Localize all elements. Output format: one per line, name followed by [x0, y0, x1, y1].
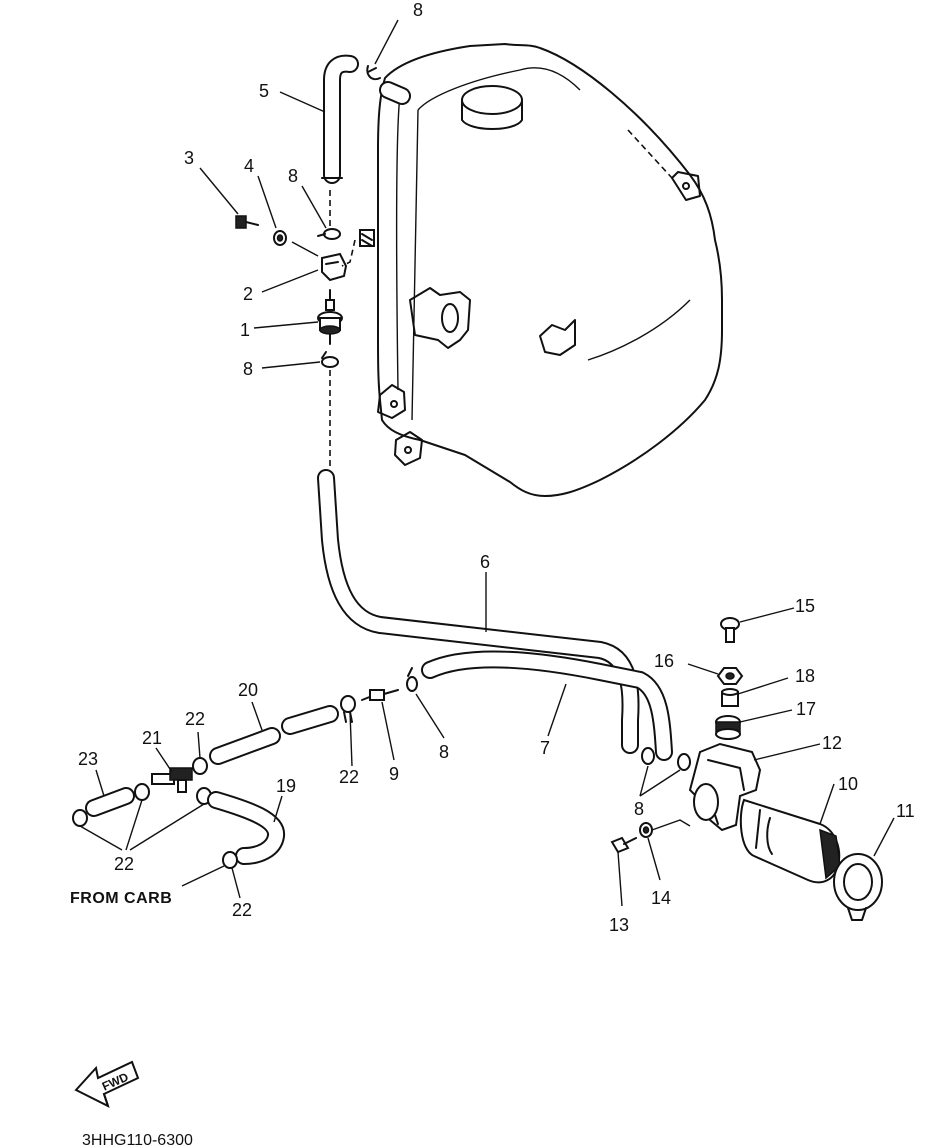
label-8-pump: 8 [634, 799, 644, 819]
label-8-mid: 8 [439, 742, 449, 762]
label-5: 5 [259, 81, 269, 101]
label-3: 3 [184, 148, 194, 168]
clip-22-a [340, 695, 356, 723]
label-10: 10 [838, 774, 858, 794]
label-15: 15 [795, 596, 815, 616]
hose-20 [209, 705, 339, 765]
washer-14 [639, 822, 653, 838]
joint-9 [361, 689, 399, 701]
fuel-hose-6 [317, 469, 640, 754]
bracket-2 [291, 241, 348, 282]
label-20: 20 [238, 680, 258, 700]
label-23: 23 [78, 749, 98, 769]
tank-outlet [341, 229, 375, 267]
t-joint-21 [151, 767, 193, 793]
label-19: 19 [276, 776, 296, 796]
label-22-a: 22 [339, 767, 359, 787]
collar-18 [721, 688, 739, 707]
label-1: 1 [240, 320, 250, 340]
label-11: 11 [896, 801, 915, 821]
from-carb-label: FROM CARB [70, 890, 172, 907]
bolt-3 [235, 215, 259, 229]
washer-4 [273, 230, 287, 246]
bolt-13 [610, 836, 637, 854]
clip-8-petcock [317, 228, 341, 240]
label-13: 13 [609, 915, 629, 935]
label-9: 9 [389, 764, 399, 784]
bracket-12 [688, 742, 762, 832]
clip-8-pump [641, 747, 691, 771]
label-8-top: 8 [413, 0, 423, 20]
grommet-17 [715, 715, 741, 740]
label-18: 18 [795, 666, 815, 686]
clip-8-mid [406, 667, 418, 692]
fuel-tank [377, 43, 723, 497]
clip-8-top [366, 65, 381, 81]
fuel-cock-1 [317, 289, 343, 345]
fuel-cap [461, 85, 523, 115]
label-22-d: 22 [232, 900, 252, 920]
vent-hose-5 [321, 54, 359, 184]
label-14: 14 [651, 888, 671, 908]
figure-code: 3HHG110-6300 [82, 1132, 193, 1148]
pump-cap-11 [833, 853, 883, 921]
clip-8-lower [321, 351, 339, 368]
clip-22-d [222, 851, 238, 869]
hose-19 [207, 791, 285, 865]
fuel-hose-7 [421, 650, 673, 761]
fuel-pump-10 [739, 798, 841, 884]
fwd-arrow: FWD [74, 1060, 140, 1108]
fwd-label: FWD [100, 1070, 131, 1094]
label-17: 17 [796, 699, 816, 719]
label-21: 21 [142, 728, 162, 748]
hose-23 [85, 787, 135, 817]
label-22-c: 22 [114, 854, 134, 874]
leader-lines [79, 19, 895, 907]
label-2: 2 [243, 284, 253, 304]
label-7: 7 [540, 738, 550, 758]
nut-16 [716, 667, 744, 685]
screw-15 [720, 617, 740, 643]
label-8-lower: 8 [243, 359, 253, 379]
label-8-petcock: 8 [288, 166, 298, 186]
tank-mount-left [409, 287, 471, 349]
label-6: 6 [480, 552, 490, 572]
label-16: 16 [654, 651, 674, 671]
label-12: 12 [822, 733, 842, 753]
label-4: 4 [244, 156, 254, 176]
part-labels: 8 5 3 4 8 2 1 8 6 15 16 18 17 12 10 11 7… [70, 0, 915, 935]
tank-mount-right [539, 319, 576, 356]
clip-22-b [192, 757, 208, 775]
label-22-b: 22 [185, 709, 205, 729]
